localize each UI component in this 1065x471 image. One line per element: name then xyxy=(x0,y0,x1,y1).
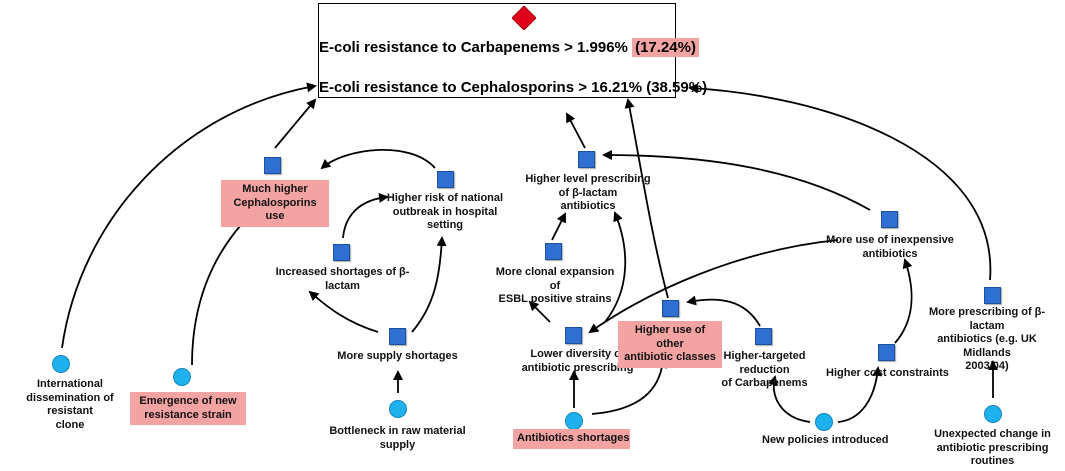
arrow-lower-to-prescribing xyxy=(604,211,627,323)
arrow-international-to-top xyxy=(61,82,317,349)
node-square-much-higher xyxy=(264,157,281,174)
label-higher-risk: Higher risk of national outbreak in hosp… xyxy=(386,192,504,231)
node-circle-bottleneck xyxy=(389,400,407,418)
node-circle-antibiotics-shortages xyxy=(565,412,583,430)
arrow-prescribing-to-top xyxy=(566,112,586,149)
label-more-prescribing-uk: More prescribing of β-lactam antibiotics… xyxy=(928,306,1046,372)
label-unexpected-change: Unexpected change in antibiotic prescrib… xyxy=(934,428,1051,467)
outcome-line-cephalosporins: E-coli resistance to Cephalosporins > 16… xyxy=(319,79,708,96)
outcome-line-carbapenems: E-coli resistance to Carbapenems > 1.996… xyxy=(319,38,699,57)
label-higher-use-other: Higher use of other antibiotic classes xyxy=(618,321,722,368)
node-square-increased-shortages xyxy=(333,244,350,261)
node-square-more-supply xyxy=(389,328,406,345)
node-square-targeted-reduction xyxy=(755,328,772,345)
node-square-higher-risk xyxy=(437,171,454,188)
arrow-higher-use-to-top xyxy=(624,98,669,299)
label-emergence: Emergence of new resistance strain xyxy=(130,392,246,425)
node-square-inexpensive xyxy=(881,211,898,228)
node-square-higher-level-prescribing xyxy=(578,151,595,168)
node-square-lower-diversity xyxy=(565,327,582,344)
carbapenems-text: E-coli resistance to Carbapenems > 1.996… xyxy=(319,39,628,56)
arrow-inexpensive-to-prescribing xyxy=(602,150,871,211)
arrow-much-higher-to-top xyxy=(274,98,317,149)
outcome-box: E-coli resistance to Carbapenems > 1.996… xyxy=(318,3,708,98)
arrow-increased-to-higher-risk xyxy=(342,192,389,239)
label-increased-shortages: Increased shortages of β- lactam xyxy=(275,266,410,292)
arrow-lower-to-clonal xyxy=(528,300,551,323)
arrow-supply-to-increased xyxy=(308,290,379,333)
arrow-policies-to-cost xyxy=(837,366,883,423)
arrow-clonal-to-prescribing xyxy=(551,212,566,241)
label-bottleneck: Bottleneck in raw material supply xyxy=(329,425,466,451)
arrow-cost-to-inexpensive xyxy=(894,258,913,344)
arrow-emergence-to-much-higher xyxy=(191,211,254,366)
node-square-higher-use-other xyxy=(662,300,679,317)
label-more-supply: More supply shortages xyxy=(337,350,458,362)
arrow-inexpensive-to-lower xyxy=(588,239,839,334)
carbapenems-highlight: (17.24%) xyxy=(632,38,699,57)
arrow-uk-to-top xyxy=(688,83,992,281)
node-circle-emergence xyxy=(173,368,191,386)
label-new-policies: New policies introduced xyxy=(762,434,889,446)
node-circle-international xyxy=(52,355,70,373)
node-circle-new-policies xyxy=(815,413,833,431)
label-targeted-reduction: Higher-targeted reduction of Carbapenems xyxy=(721,350,808,389)
label-higher-level-prescribing: Higher level prescribing of β-lactam ant… xyxy=(525,173,651,212)
label-much-higher-ceph: Much higher Cephalosporins use xyxy=(221,180,329,227)
arrow-targeted-to-higher-use xyxy=(686,295,761,327)
node-square-clonal-expansion xyxy=(545,243,562,260)
node-circle-unexpected-change xyxy=(984,405,1002,423)
arrow-higher-risk-to-much-higher xyxy=(320,149,436,170)
label-international: International dissemination of resistant… xyxy=(26,378,114,431)
label-clonal-expansion: More clonal expansion of ESBL positive s… xyxy=(495,266,615,305)
arrow-shortages-to-higher-use xyxy=(591,358,668,415)
node-square-higher-cost xyxy=(878,344,895,361)
node-square-more-prescribing-uk xyxy=(984,287,1001,304)
arrow-policies-to-targeted xyxy=(768,375,811,423)
label-higher-cost: Higher cost constraints xyxy=(826,367,949,379)
label-inexpensive: More use of inexpensive antibiotics xyxy=(826,234,954,260)
label-antibiotics-shortages: Antibiotics shortages xyxy=(513,429,630,449)
diamond-icon xyxy=(512,6,536,30)
arrow-supply-to-higher-risk xyxy=(411,236,447,333)
